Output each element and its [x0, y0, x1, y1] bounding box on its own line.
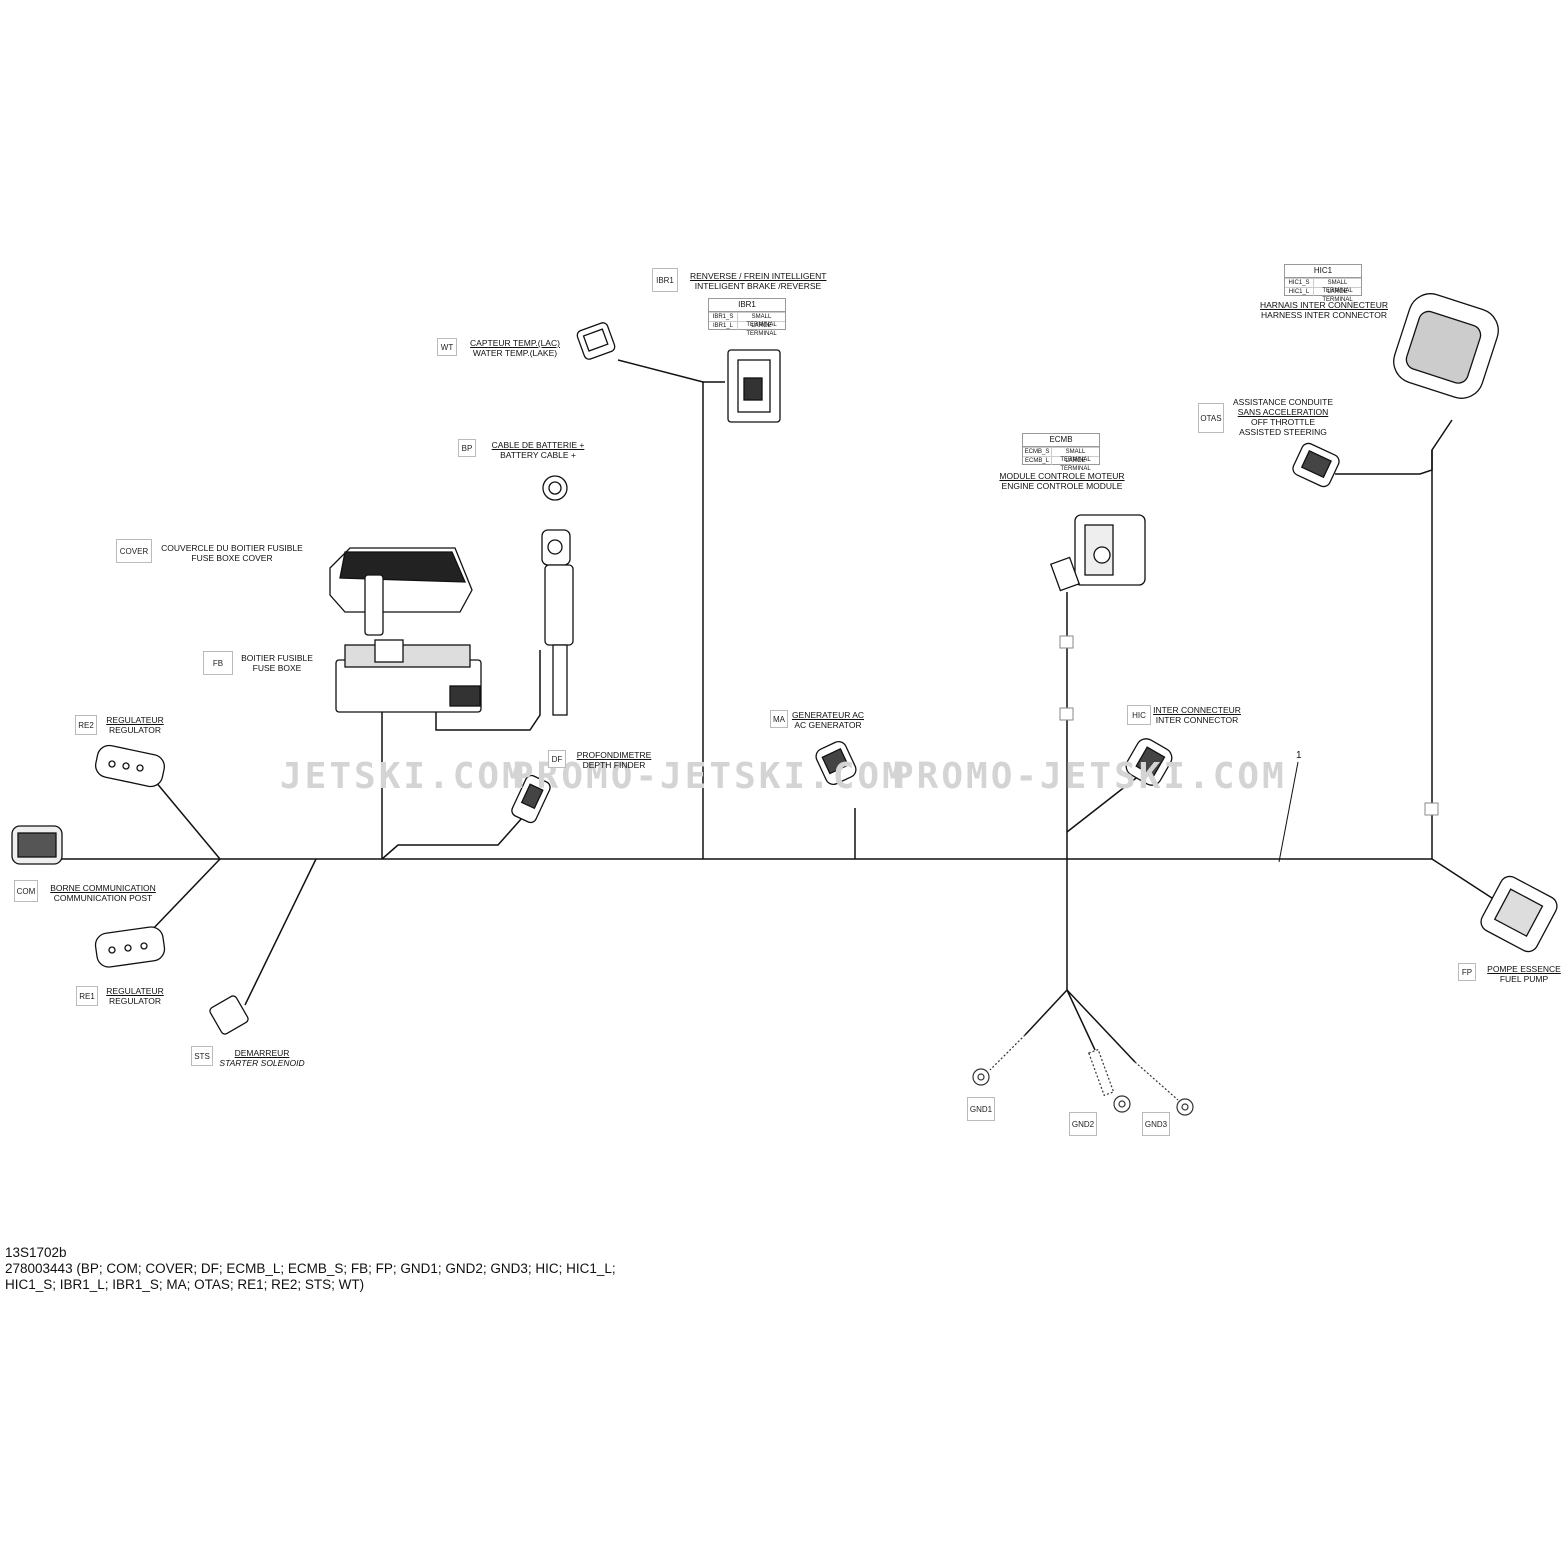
com-connector-icon: [11, 825, 63, 865]
battery-cable-icon: [541, 475, 574, 716]
footer-parts-list: 13S1702b 278003443 (BP; COM; COVER; DF; …: [5, 1245, 616, 1293]
wire-hic1: [1431, 419, 1453, 859]
parts-list-line1: 278003443 (BP; COM; COVER; DF; ECMB_L; E…: [5, 1261, 616, 1276]
wire-sts: [244, 858, 317, 1006]
wire-bp: [435, 650, 541, 731]
tag-cover: COVER: [116, 539, 152, 563]
wire-re1: [149, 858, 221, 933]
tag-bp: BP: [458, 439, 476, 457]
fuse-box-cover-icon: [329, 547, 473, 636]
hic-connector-icon: [1125, 738, 1173, 786]
tag-df: DF: [548, 750, 566, 768]
label-bp: CABLE DE BATTERIE +BATTERY CABLE +: [491, 440, 585, 460]
fuse-box-icon: [335, 639, 482, 713]
wire-df: [381, 817, 523, 860]
tag-re2: RE2: [75, 715, 97, 735]
otas-connector-icon: [1292, 442, 1340, 488]
re2-connector-icon: [94, 744, 166, 788]
ground-eyelets: [972, 1034, 1194, 1116]
wire-hic: [1066, 774, 1141, 833]
tag-re1: RE1: [76, 986, 98, 1006]
parts-list-line2: HIC1_S; IBR1_L; IBR1_S; MA; OTAS; RE1; R…: [5, 1277, 365, 1292]
label-wt: CAPTEUR TEMP.(LAC)WATER TEMP.(LAKE): [470, 338, 560, 358]
ecmb-connector-icon: [1049, 514, 1146, 592]
tag-ma: MA: [770, 710, 788, 728]
ibr1-connector-icon: [727, 349, 781, 423]
watermark: JETSKI.COM: [280, 756, 527, 797]
hic1-connector-icon: [1393, 293, 1499, 399]
wire-otas: [1335, 450, 1433, 475]
wire-re2: [149, 774, 221, 860]
fp-connector-icon: [1480, 875, 1558, 953]
tag-gnd2: GND2: [1069, 1112, 1097, 1136]
sts-connector-icon: [209, 995, 249, 1035]
df-connector-icon: [511, 774, 551, 824]
tag-com: COM: [14, 880, 38, 902]
ma-connector-icon: [815, 740, 857, 786]
wire-fp: [1431, 858, 1496, 901]
tag-gnd3: GND3: [1142, 1112, 1170, 1136]
tag-sts: STS: [191, 1046, 213, 1066]
wt-connector-icon: [576, 322, 616, 360]
tag-fp: FP: [1458, 963, 1476, 981]
drawing-code: 13S1702b: [5, 1245, 67, 1260]
tag-fb: FB: [203, 651, 233, 675]
watermark: PROMO-JETSKI.COM: [892, 756, 1287, 797]
tag-hic: HIC: [1127, 705, 1151, 725]
tag-otas: OTAS: [1198, 403, 1224, 433]
re1-connector-icon: [94, 926, 166, 968]
tag-gnd1: GND1: [967, 1097, 995, 1121]
item-marker: 1: [1296, 750, 1302, 761]
watermark: PROMO-JETSKI.COM: [512, 756, 907, 797]
tag-wt: WT: [437, 338, 457, 356]
tag-ibr1: IBR1: [652, 268, 678, 292]
